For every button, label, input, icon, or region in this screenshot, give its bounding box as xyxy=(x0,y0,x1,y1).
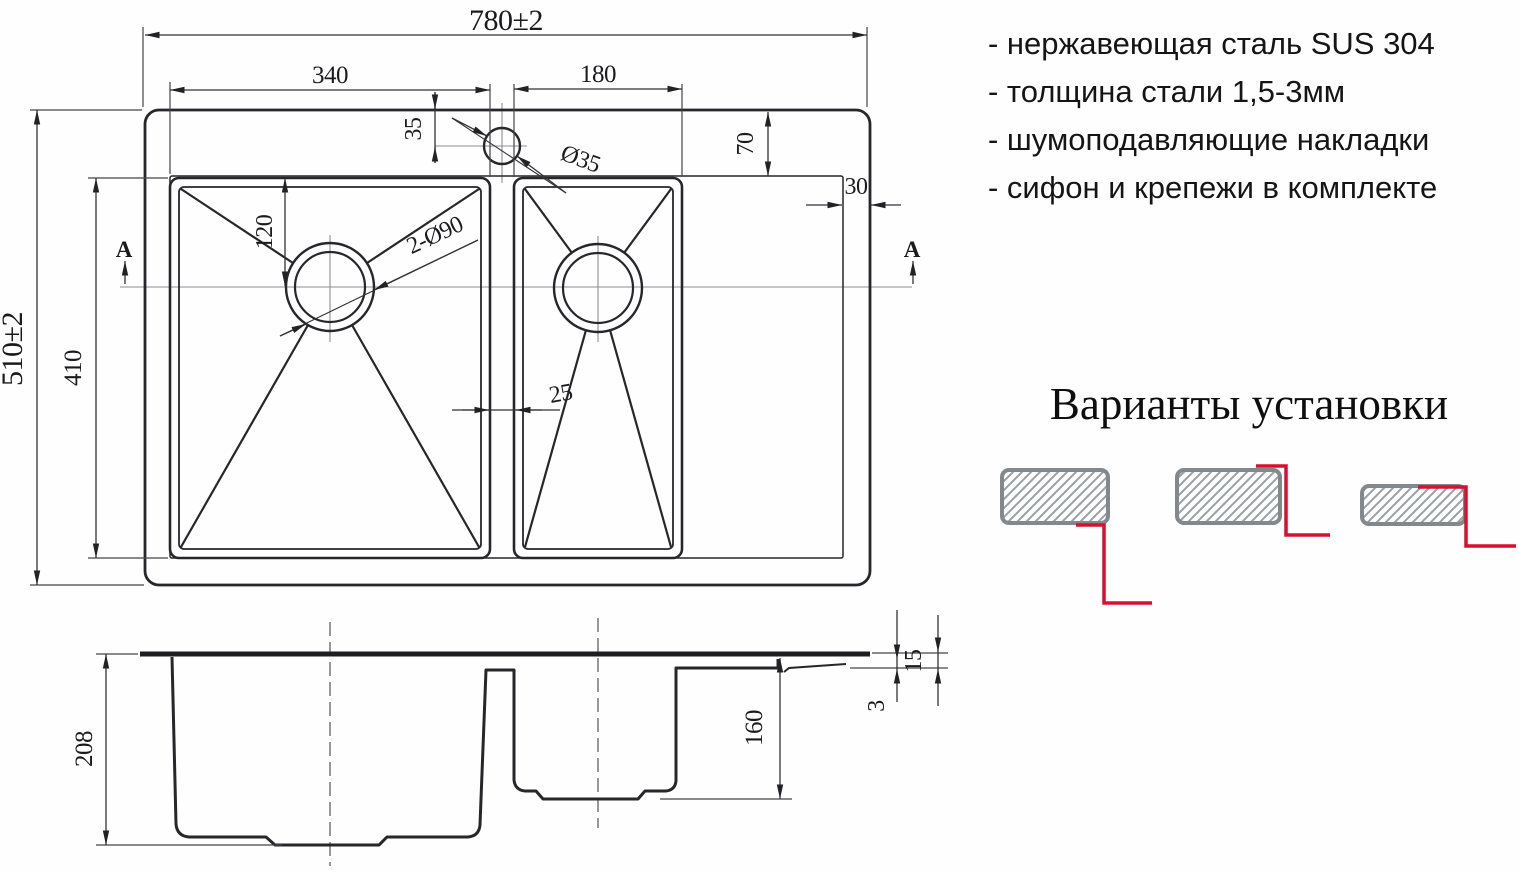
spec-item-material: - нержавеющая сталь SUS 304 xyxy=(988,26,1435,61)
dim-right-bowl-width-label: 180 xyxy=(580,61,616,88)
section-extension-lines xyxy=(96,652,948,846)
section-centerlines xyxy=(329,618,599,866)
countertop-profile-line xyxy=(1256,464,1330,537)
section-view: 208 160 15 3 xyxy=(71,610,948,866)
dim-bowls-gap-label: 25 xyxy=(547,379,575,409)
spec-item-included: - сифон и крепежи в комплекте xyxy=(988,170,1438,205)
installation-title: Варианты установки xyxy=(1049,379,1449,429)
drainboard-lip xyxy=(783,663,847,673)
countertop-profile-line xyxy=(1418,485,1516,548)
installation-variant-undermount xyxy=(1360,484,1516,548)
installation-variant-overmount xyxy=(1000,468,1152,605)
dim-overall-depth-label: 510±2 xyxy=(0,312,29,386)
section-dimension-lines xyxy=(102,610,942,845)
section-marker-right: A xyxy=(904,237,921,262)
top-view: 780±2 340 180 35 Ø35 70 30 120 2-Ø90 25 … xyxy=(0,4,921,587)
installation-variant-flushmount xyxy=(1175,464,1330,537)
bowls-profile xyxy=(170,656,780,847)
sink-outline xyxy=(143,108,872,587)
spec-item-sound-pads: - шумоподавляющие накладки xyxy=(988,122,1430,157)
installation-variants xyxy=(1000,464,1516,605)
dim-rim-height-label: 15 xyxy=(901,649,927,673)
dim-faucet-diameter-label: Ø35 xyxy=(557,140,604,178)
dim-rim-thickness-label: 3 xyxy=(864,700,890,712)
section-marker-left: A xyxy=(116,237,133,262)
dim-right-bowl-depth-label: 160 xyxy=(741,710,768,746)
bowl-slope-lines xyxy=(180,188,673,548)
right-drain-hole xyxy=(552,242,644,334)
extension-lines xyxy=(30,27,868,586)
countertop-profile-line xyxy=(1076,523,1152,605)
spec-list: - нержавеющая сталь SUS 304 - толщина ст… xyxy=(988,20,1516,212)
dim-total-height-label: 208 xyxy=(71,731,98,767)
faucet-hole xyxy=(482,126,522,166)
dim-top-margin-label: 70 xyxy=(733,132,759,156)
dim-bowl-length-label: 410 xyxy=(60,350,87,386)
spec-item-thickness: - толщина стали 1,5-3мм xyxy=(988,74,1346,109)
centerlines xyxy=(120,103,912,342)
dim-drain-offset-label: 120 xyxy=(252,214,278,249)
dim-right-margin-label: 30 xyxy=(845,174,869,200)
dimension-lines xyxy=(33,31,917,585)
dim-overall-width-label: 780±2 xyxy=(469,4,543,37)
dim-faucet-offset-label: 35 xyxy=(401,117,427,141)
dim-left-bowl-width-label: 340 xyxy=(312,62,348,89)
